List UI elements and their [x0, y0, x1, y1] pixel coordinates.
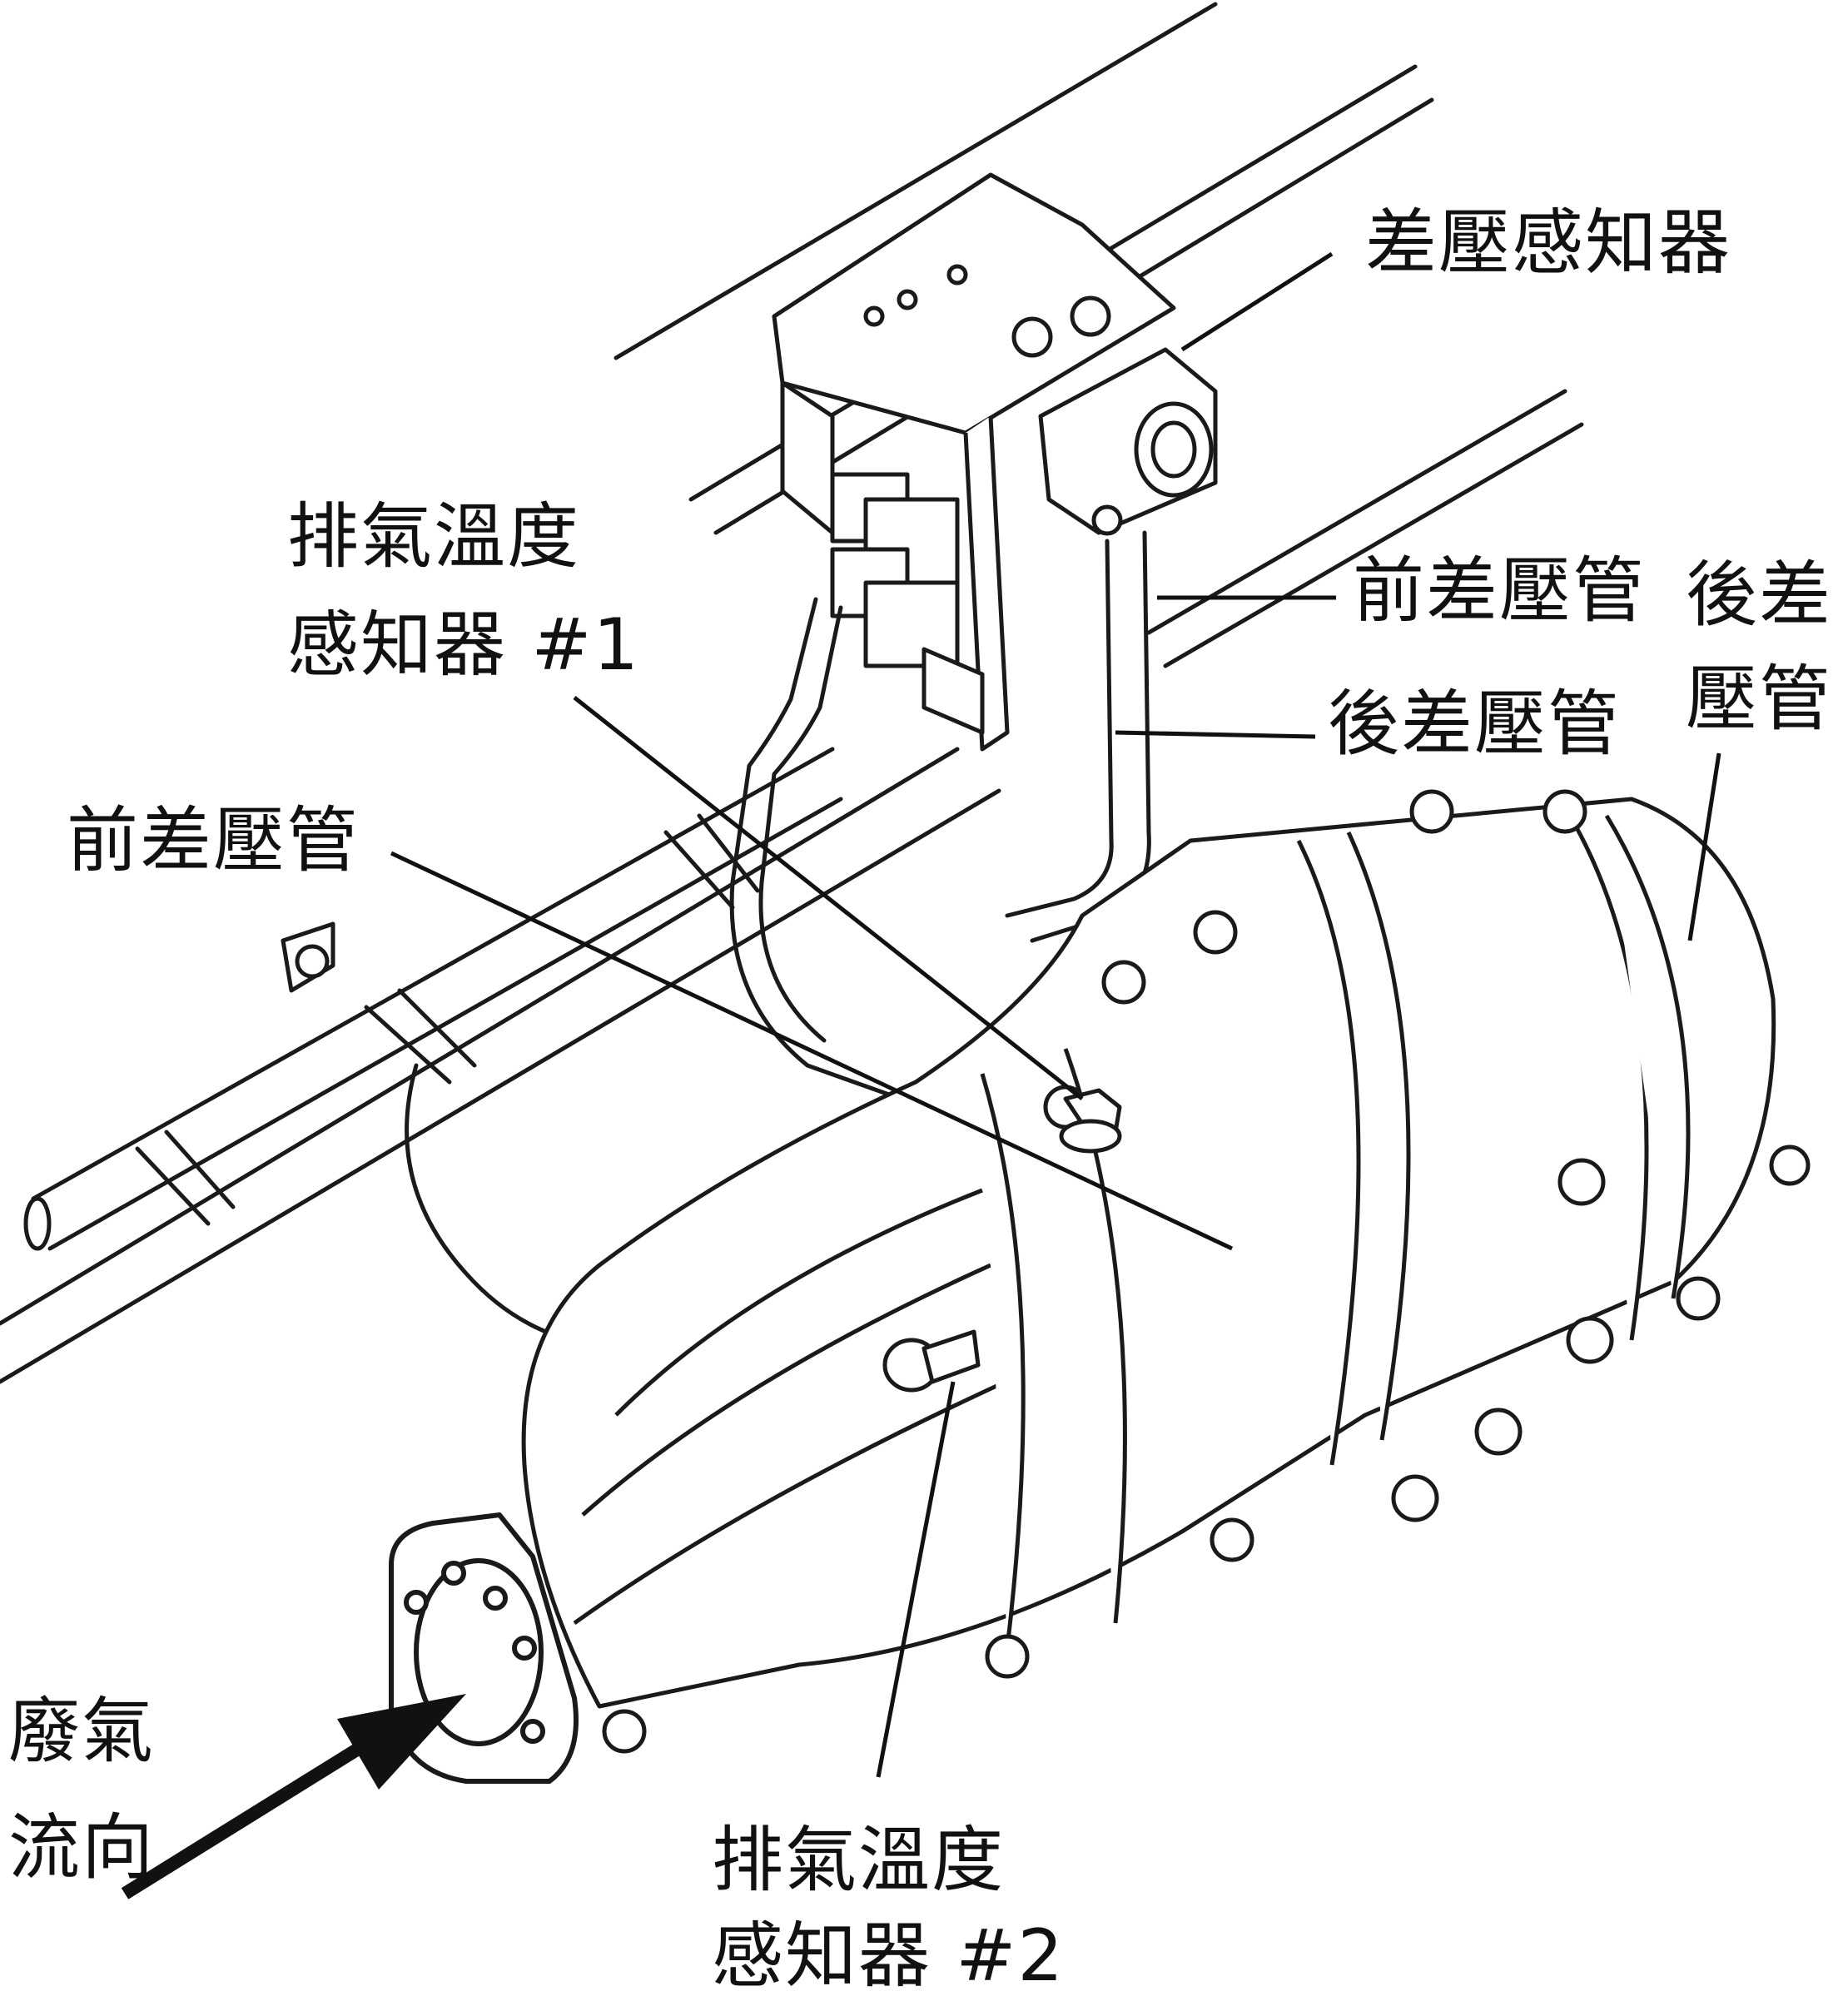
- leader-dp-sensor: [1180, 251, 1334, 352]
- leader-egt1: [573, 696, 1084, 1100]
- leader-lines: [390, 251, 1721, 1778]
- label-front-pipe-right: 前差壓管: [1353, 549, 1646, 633]
- flange-bolts: [602, 789, 1811, 1754]
- dpf-canister: [521, 797, 1776, 1709]
- egt-sensor-2-probe: [882, 1329, 981, 1393]
- label-rear-pipe-far-line1: 後差: [1686, 554, 1832, 637]
- differential-pressure-sensor: [1038, 347, 1218, 536]
- label-front-pipe-left: 前差壓管: [67, 799, 360, 882]
- sensor-bracket: [772, 172, 1176, 752]
- label-dp-sensor: 差壓感知器: [1365, 201, 1731, 285]
- label-egt-sensor-2-line2: 感知器 #2: [712, 1914, 1066, 1998]
- sensor-connectors: [830, 472, 985, 735]
- leader-egt2: [876, 1381, 956, 1778]
- leader-front-pipe-left: [390, 851, 1234, 1251]
- label-egt-sensor-1-line1: 排氣溫度: [287, 495, 580, 578]
- egt-sensor-1-probe: [1059, 1088, 1122, 1154]
- chassis-pipe: [23, 747, 843, 1251]
- label-exhaust-flow-line1: 廢氣: [8, 1690, 155, 1773]
- exhaust-flow-arrow: [121, 1694, 466, 1899]
- label-exhaust-flow-line2: 流向: [8, 1806, 155, 1889]
- label-rear-pipe-right: 後差壓管: [1328, 683, 1621, 766]
- label-egt-sensor-1-line2: 感知器 #1: [287, 603, 641, 687]
- label-rear-pipe-far-line2: 壓管: [1686, 658, 1832, 741]
- label-egt-sensor-2-line1: 排氣溫度: [712, 1819, 1005, 1902]
- leader-rear-pipe-right: [1115, 730, 1316, 739]
- leader-rear-pipe-far: [1687, 752, 1721, 941]
